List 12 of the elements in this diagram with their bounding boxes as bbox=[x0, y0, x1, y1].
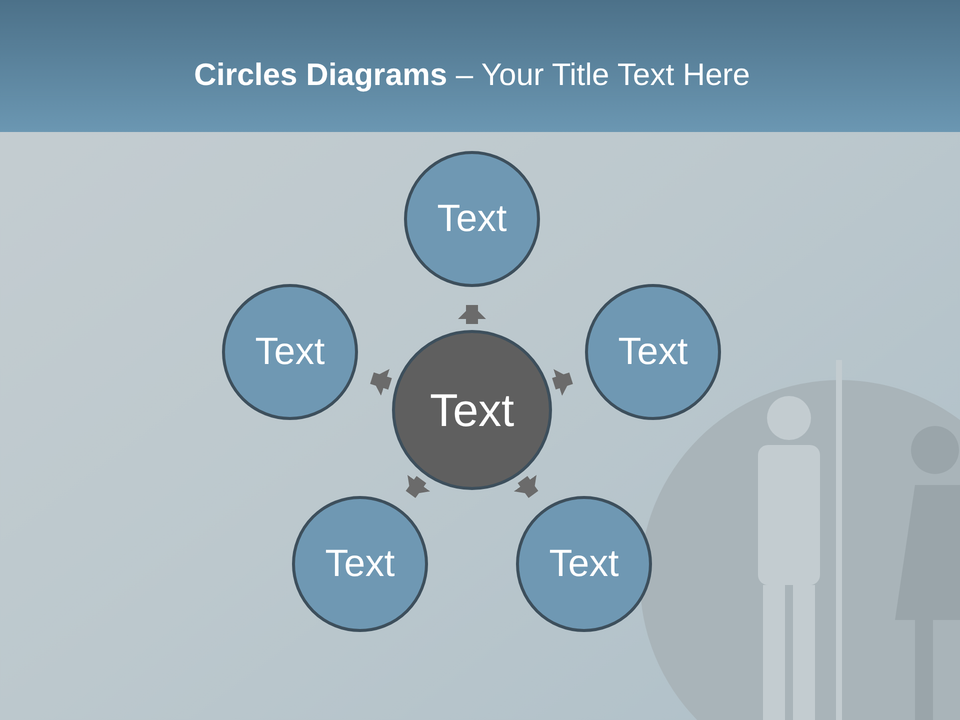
circle-label: Text bbox=[325, 542, 395, 586]
title: Circles Diagrams – Your Title Text Here bbox=[192, 56, 752, 94]
circle-label: Text bbox=[430, 382, 514, 438]
circle-label: Text bbox=[255, 330, 325, 374]
arrow bbox=[514, 474, 538, 498]
circle-label: Text bbox=[437, 196, 507, 242]
circle-label: Text bbox=[549, 542, 619, 586]
arrow bbox=[458, 305, 486, 324]
arrow bbox=[370, 369, 392, 396]
circle-label: Text bbox=[618, 330, 688, 374]
arrow bbox=[406, 474, 430, 498]
arrow bbox=[552, 369, 573, 396]
